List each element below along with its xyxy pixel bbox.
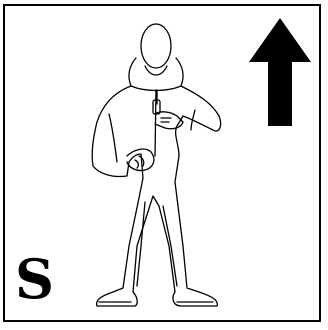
card-letter: S — [15, 252, 54, 306]
instruction-card: S — [3, 4, 321, 322]
up-arrow-icon — [247, 16, 313, 128]
